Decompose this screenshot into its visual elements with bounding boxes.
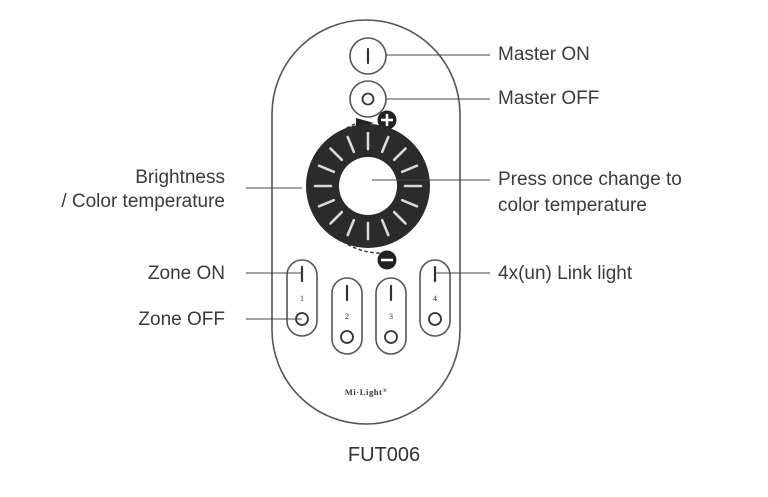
zone-number-1: 1	[300, 294, 304, 303]
minus-icon[interactable]	[377, 250, 397, 270]
master-off-button[interactable]	[349, 80, 387, 118]
label-brightness-line2: / Color temperature	[61, 191, 225, 212]
label-master-on: Master ON	[498, 44, 590, 65]
wheel-tick	[329, 210, 344, 225]
label-master-off: Master OFF	[498, 88, 600, 109]
wheel-tick	[400, 198, 419, 208]
zone-1-button-group[interactable]	[286, 259, 318, 337]
label-zone-off: Zone OFF	[138, 309, 225, 330]
color-temp-center-button[interactable]	[339, 157, 397, 215]
wheel-tick	[380, 218, 390, 237]
label-brightness-line1: Brightness	[135, 167, 225, 188]
wheel-tick	[380, 135, 390, 154]
wheel-tick	[317, 198, 336, 208]
wheel-tick	[392, 210, 407, 225]
label-zone-on: Zone ON	[147, 263, 225, 284]
wheel-tick	[346, 135, 356, 154]
master-on-button[interactable]	[349, 37, 387, 75]
zone-number-4: 4	[433, 294, 437, 303]
brand-logo: Mi·Light®	[345, 387, 388, 397]
wheel-tick	[346, 218, 356, 237]
color-wheel[interactable]	[306, 124, 430, 248]
zone-3-button-group[interactable]	[375, 277, 407, 355]
label-link-light: 4x(un) Link light	[498, 263, 633, 284]
wheel-tick	[329, 147, 344, 162]
wheel-tick	[400, 164, 419, 174]
model-name: FUT006	[347, 444, 421, 466]
wheel-tick	[317, 164, 336, 174]
label-press-once-line1: Press once change to	[498, 169, 682, 190]
plus-icon[interactable]	[377, 110, 397, 130]
wheel-ticks	[313, 131, 423, 241]
zone-number-2: 2	[345, 312, 349, 321]
label-press-once-line2: color temperature	[498, 195, 647, 216]
wheel-tick	[392, 147, 407, 162]
zone-2-button-group[interactable]	[331, 277, 363, 355]
zone-4-button-group[interactable]	[419, 259, 451, 337]
zone-number-3: 3	[389, 312, 393, 321]
